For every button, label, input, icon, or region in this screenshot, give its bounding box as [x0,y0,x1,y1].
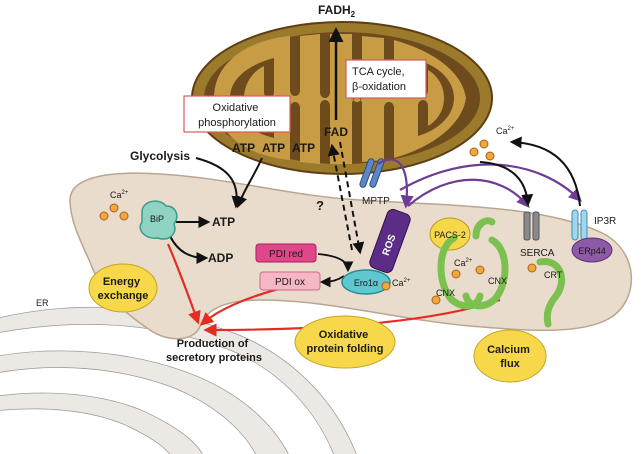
fad-to-ero1a-arrow [339,141,365,255]
cnx-label-left: CNX [436,288,455,298]
calcium-to-serca-arrow [479,161,534,207]
ros-to-serca-arrow [407,178,530,209]
calcium-flux-bubble [473,329,547,383]
mptp-label: MPTP [362,196,390,207]
ca-label-cnx: Ca2+ [454,258,473,268]
cnx-stalk [472,217,496,240]
crt-label: CRT [544,270,563,280]
crt-protein [536,258,565,328]
production-label: Production of secretory proteins [166,338,262,364]
ros-cylinder [369,208,411,274]
atp-main-label: ATP [212,215,235,229]
ero1a-label: Ero1α [354,278,378,288]
oxphos-box [183,95,291,133]
pdi-red-box [255,243,317,263]
energy-exchange-bubble [88,263,158,313]
bip-adp-arrow [169,235,209,264]
atp-label-2: ATP [262,141,285,155]
oxphos-label: Oxidative phosphorylation [198,102,276,129]
calcium-ions [99,139,537,305]
ca-label-ero1a: Ca2+ [392,278,411,288]
oxfold-label: Oxidative protein folding [307,329,384,355]
atp-label-1: ATP [232,141,255,155]
pdi-red-label: PDI red [269,249,303,260]
ip3r-channel [571,209,588,241]
bip-protein [139,200,178,240]
oxfold-bubble [294,315,396,369]
energy-exchange-label: Energy exchange [98,276,149,302]
atp-label-3: ATP [292,141,315,155]
pdi-red-arrow [317,253,354,273]
fadh2-label: FADH2 [318,3,356,19]
erp44-label: ERp44 [578,246,606,256]
question-mark: ? [316,198,324,213]
tca-box [345,59,427,99]
ca-label-mito: Ca2+ [496,126,515,136]
mptp-channel [359,158,385,188]
ero1a-to-fad-arrow [327,143,353,251]
ip3r-label: IP3R [594,216,616,227]
pdi-ox-arrow [319,275,345,288]
glycolysis-label: Glycolysis [130,149,190,163]
pacs2-protein [429,217,471,251]
ros-to-mptp-arrow [377,158,414,209]
pdi-ox-box [259,271,321,291]
atp-supply-arrow [235,157,263,209]
bip-label: BiP [150,214,164,224]
cnx-right-protein [462,236,509,310]
calcium-flux-label: Calcium flux [487,344,533,370]
serca-pump [523,211,540,241]
ca-label-er: Ca2+ [110,190,129,200]
pdi-ox-label: PDI ox [275,277,305,288]
fad-label: FAD [324,125,348,139]
er-label: ER [36,298,49,308]
tca-label: TCA cycle, β-oxidation [352,66,408,93]
erp44-protein [571,237,613,263]
cnx-label-right: CNX [488,276,507,286]
pacs2-label: PACS-2 [434,230,466,240]
ero1a-protein [341,269,391,295]
er-lumen [69,172,632,340]
energy-red-arrow [166,243,201,325]
serca-label: SERCA [520,248,555,259]
er-cisternae-fill [0,307,356,454]
ip3r-calcium-arrow [509,136,581,207]
adp-label: ADP [208,251,233,265]
